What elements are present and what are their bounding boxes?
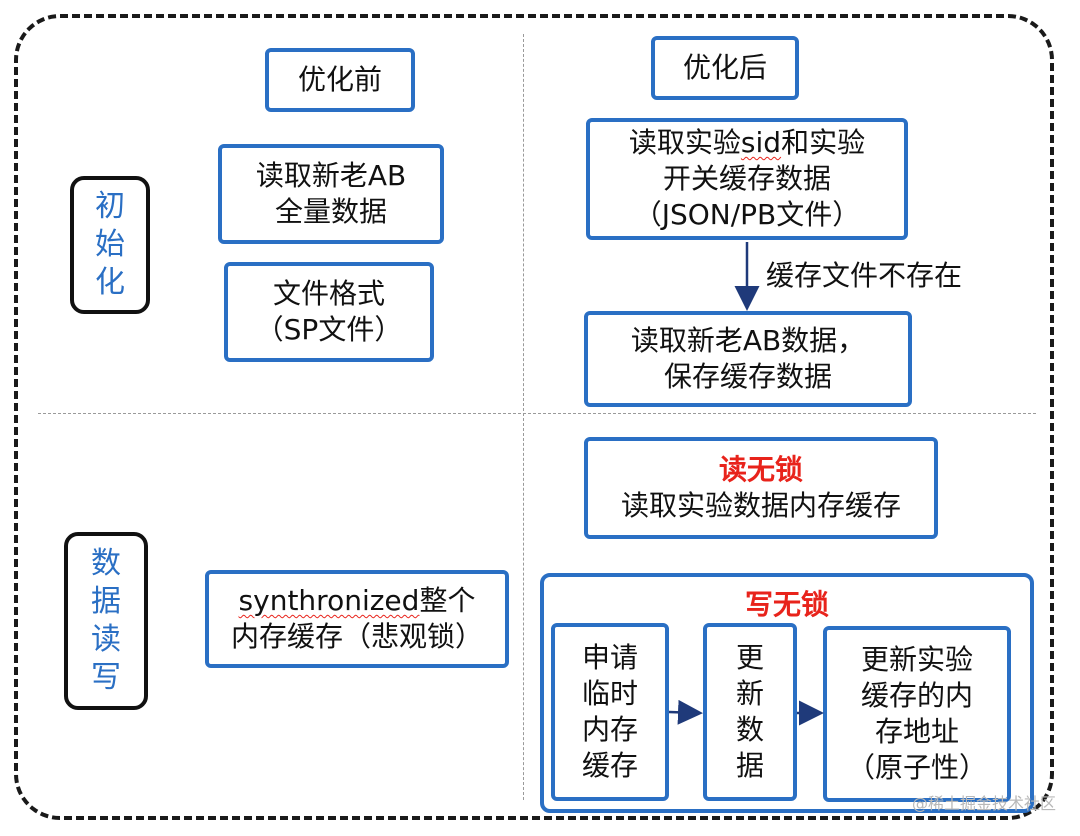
watermark: @稀土掘金技术社区 [911,794,1056,813]
step-update-data: 更新数据 [703,623,797,801]
arrow-step1-to-step2 [668,699,703,725]
read-lockfree-box: 读无锁 读取实验数据内存缓存 [584,437,938,539]
step-alloc-temp-cache: 申请临时内存缓存 [551,623,669,801]
read-cache-box: 读取实验sid和实验 开关缓存数据 （JSON/PB文件） [586,118,908,240]
vertical-divider [523,34,524,800]
outer-dashed-frame [14,14,1054,820]
step-update-address: 更新实验 缓存的内 存地址 （原子性） [823,626,1011,802]
synchronized-box: synthronized整个 内存缓存（悲观锁） [205,570,509,668]
read-full-ab-box: 读取新老AB 全量数据 [218,144,444,244]
cache-missing-label: 缓存文件不存在 [766,259,963,292]
read-save-cache-box: 读取新老AB数据， 保存缓存数据 [584,311,912,407]
rw-label: 数据读写 [64,532,148,710]
file-format-box: 文件格式 （SP文件） [224,262,434,362]
before-header: 优化前 [265,48,415,112]
init-label: 初始化 [70,176,150,314]
after-header: 优化后 [651,36,799,100]
horizontal-divider [38,413,1036,414]
